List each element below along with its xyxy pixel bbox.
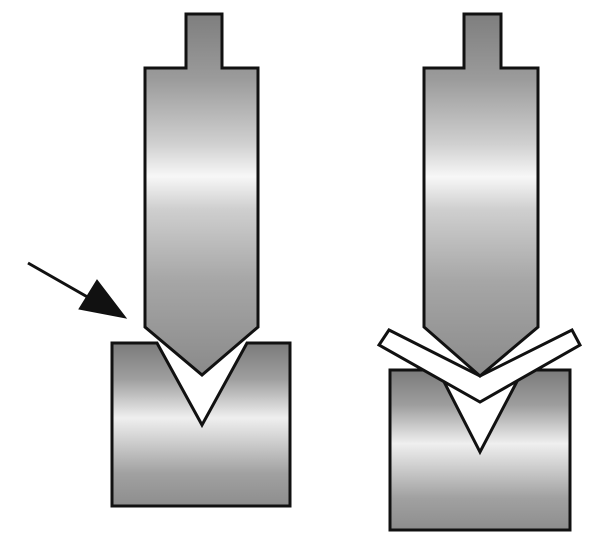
right-panel	[376, 12, 583, 532]
bent-sheet	[376, 328, 583, 404]
left-v-die	[110, 341, 292, 508]
left-panel	[27, 12, 292, 508]
right-punch	[422, 12, 540, 378]
left-punch	[143, 12, 260, 377]
pointer-arrow	[27, 261, 128, 319]
